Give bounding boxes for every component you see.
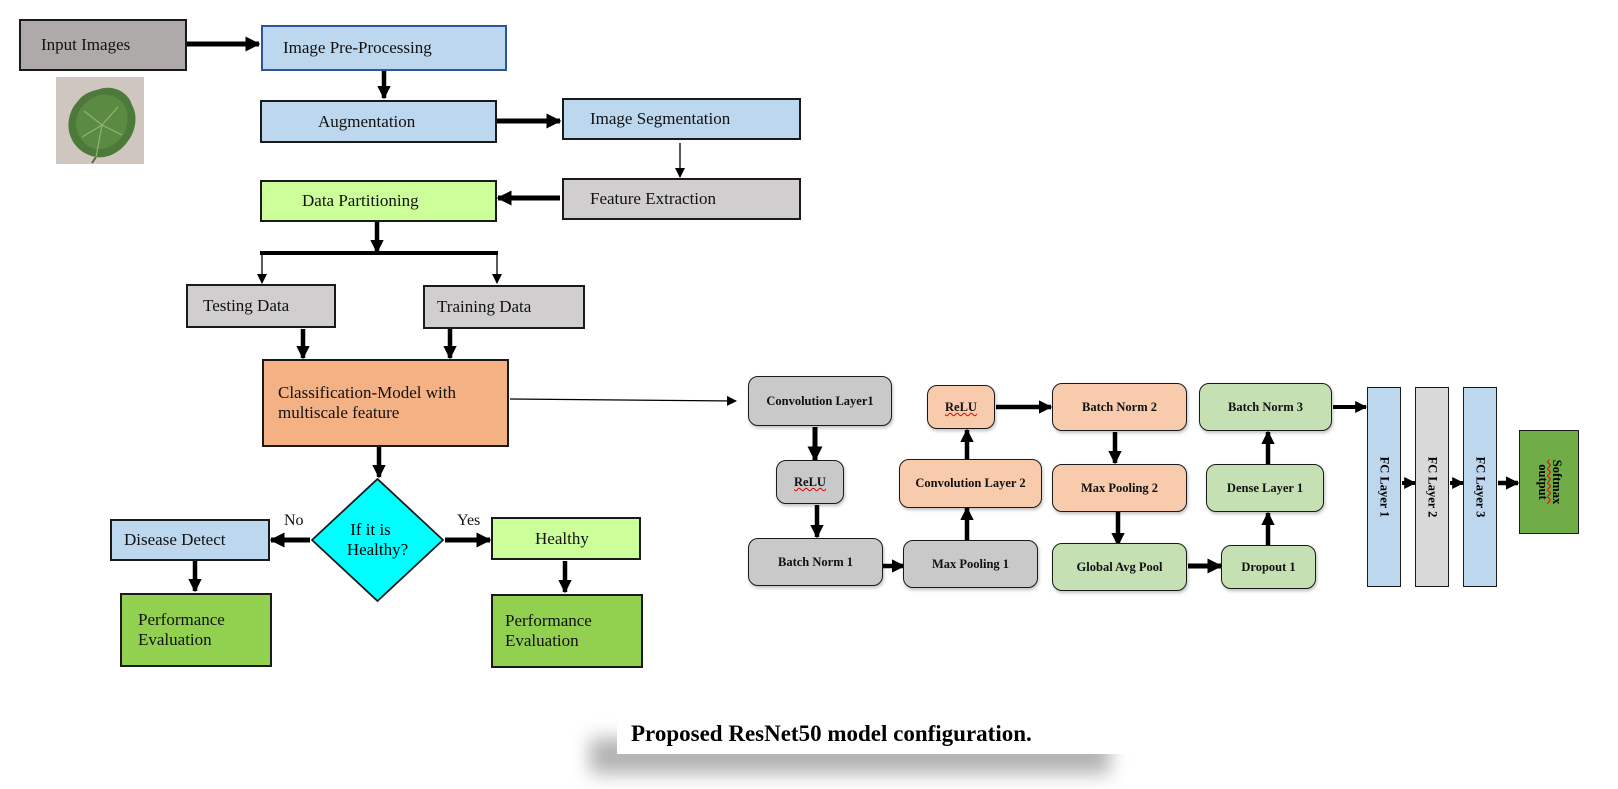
- training-data-box: Training Data: [423, 285, 585, 329]
- batch-norm-2-block: Batch Norm 2: [1052, 383, 1187, 431]
- image-preprocessing-box: Image Pre-Processing: [261, 25, 507, 71]
- healthy-box: Healthy: [491, 517, 641, 560]
- convolution-layer-2-block: Convolution Layer 2: [899, 459, 1042, 508]
- dense-layer-1-block: Dense Layer 1: [1206, 464, 1324, 512]
- fc-layer-1-block: FC Layer 1: [1367, 387, 1401, 587]
- batch-norm-1-label: Batch Norm 1: [778, 554, 853, 569]
- training-data-label: Training Data: [437, 297, 532, 317]
- relu-1-label: ReLU: [794, 474, 826, 489]
- output-label: output: [1536, 464, 1550, 500]
- testing-data-box: Testing Data: [186, 284, 336, 328]
- classification-model-box: Classification-Model with multiscale fea…: [262, 359, 509, 447]
- performance-left-line1: Performance: [138, 610, 225, 630]
- fc-layer-1-label: FC Layer 1: [1377, 456, 1392, 518]
- softmax-label: Softmax: [1549, 459, 1564, 505]
- input-images-box: Input Images: [19, 19, 187, 71]
- yes-label: Yes: [457, 512, 481, 529]
- disease-detect-label: Disease Detect: [124, 530, 226, 550]
- fc-layer-2-block: FC Layer 2: [1415, 387, 1449, 587]
- performance-left-line2: Evaluation: [138, 630, 212, 649]
- batch-norm-2-label: Batch Norm 2: [1082, 399, 1157, 414]
- performance-evaluation-right-box: Performance Evaluation: [491, 594, 643, 668]
- arrow-classification-to-network: [509, 395, 737, 406]
- augmentation-label: Augmentation: [318, 111, 416, 131]
- performance-evaluation-left-box: Performance Evaluation: [120, 593, 272, 667]
- decision-line1: If it is: [350, 519, 391, 539]
- classification-line2: multiscale feature: [278, 403, 400, 422]
- image-preprocessing-label: Image Pre-Processing: [283, 38, 432, 58]
- relu-2-block: ReLU: [927, 385, 995, 429]
- decision-text: If it is Healthy?: [311, 478, 444, 602]
- softmax-output-block: Softmax output: [1519, 430, 1579, 534]
- disease-detect-box: Disease Detect: [110, 519, 270, 561]
- max-pooling-1-label: Max Pooling 1: [931, 556, 1010, 571]
- relu-2-label: ReLU: [945, 399, 977, 414]
- fc-layer-2-label: FC Layer 2: [1425, 456, 1440, 518]
- testing-data-label: Testing Data: [203, 296, 290, 316]
- max-pooling-2-label: Max Pooling 2: [1080, 480, 1159, 495]
- decision-line2: Healthy?: [346, 540, 409, 559]
- convolution-layer-2-label: Convolution Layer 2: [915, 476, 1026, 491]
- dense-layer-1-label: Dense Layer 1: [1226, 480, 1304, 495]
- feature-extraction-box: Feature Extraction: [562, 178, 801, 220]
- performance-right-line2: Evaluation: [505, 631, 579, 650]
- dropout-1-label: Dropout 1: [1241, 559, 1296, 574]
- global-avg-pool-label: Global Avg Pool: [1076, 559, 1163, 574]
- batch-norm-1-block: Batch Norm 1: [748, 538, 883, 586]
- input-images-label: Input Images: [41, 35, 131, 55]
- leaf-icon: [56, 77, 144, 164]
- max-pooling-2-block: Max Pooling 2: [1052, 464, 1187, 512]
- max-pooling-1-block: Max Pooling 1: [903, 540, 1038, 588]
- batch-norm-3-block: Batch Norm 3: [1199, 383, 1332, 431]
- fc-layer-3-label: FC Layer 3: [1473, 456, 1488, 518]
- data-partitioning-label: Data Partitioning: [302, 191, 419, 211]
- image-segmentation-box: Image Segmentation: [562, 98, 801, 140]
- batch-norm-3-label: Batch Norm 3: [1228, 399, 1303, 414]
- softmax-output-text: Softmax output: [1535, 447, 1564, 517]
- dropout-1-block: Dropout 1: [1221, 545, 1316, 589]
- convolution-layer1-block: Convolution Layer1: [748, 376, 892, 426]
- classification-line1: Classification-Model with: [278, 383, 457, 403]
- image-segmentation-label: Image Segmentation: [590, 109, 731, 129]
- no-label: No: [284, 512, 304, 529]
- performance-right-line1: Performance: [505, 611, 592, 631]
- leaf-thumbnail: [56, 77, 144, 164]
- relu-1-block: ReLU: [776, 460, 844, 504]
- fc-layer-3-block: FC Layer 3: [1463, 387, 1497, 587]
- decision-diamond: [311, 478, 444, 602]
- global-avg-pool-block: Global Avg Pool: [1052, 543, 1187, 591]
- data-partitioning-box: Data Partitioning: [260, 180, 497, 222]
- feature-extraction-label: Feature Extraction: [590, 189, 717, 209]
- convolution-layer1-label: Convolution Layer1: [766, 393, 874, 408]
- augmentation-box: Augmentation: [260, 100, 497, 143]
- figure-caption: Proposed ResNet50 model configuration.: [617, 714, 1131, 754]
- healthy-label: Healthy: [535, 528, 589, 548]
